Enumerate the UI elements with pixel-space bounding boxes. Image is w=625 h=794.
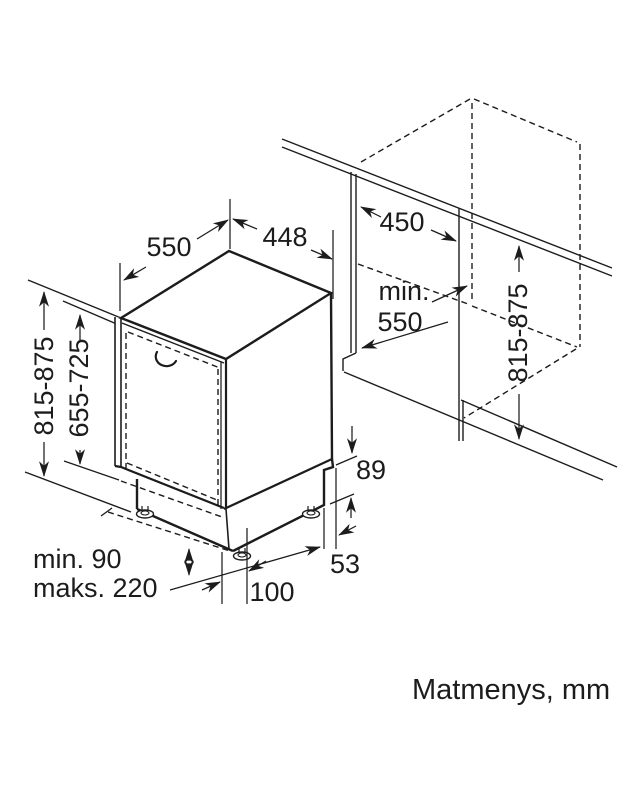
floor-lines	[24, 208, 618, 517]
dimension-niche-width-450: 450	[360, 206, 457, 242]
dim-label-depth: 550	[146, 232, 191, 262]
dimension-rear-notch-89: 89	[329, 426, 386, 518]
dimension-plinth-height: min. 90 maks. 220	[33, 544, 194, 603]
dim-label-rear-notch-height: 89	[356, 455, 386, 485]
dim-label-niche-depth-prefix: min.	[378, 276, 429, 306]
dimension-height-right: 815-875	[503, 245, 533, 440]
niche-dashed-outline	[357, 98, 581, 419]
foot-right	[301, 506, 321, 519]
dimension-foot-inset-100: 100	[201, 528, 295, 607]
dim-label-plinth-max: maks. 220	[33, 573, 158, 603]
dim-label-niche-width: 450	[379, 207, 424, 237]
dishwasher-door	[125, 331, 221, 505]
dim-label-foot-inset: 100	[249, 577, 294, 607]
dim-label-door-height: 655-725	[64, 338, 94, 437]
foot-front	[232, 548, 252, 561]
cabinet-side-panel	[342, 172, 357, 371]
dim-label-plinth-min: min. 90	[33, 544, 122, 574]
dimension-height-left: 815-875	[29, 291, 59, 477]
dimension-depth-550: 550	[119, 199, 231, 311]
dishwasher-outline	[114, 249, 335, 553]
adjustable-feet	[135, 506, 321, 561]
plinth-dashed-lines	[107, 480, 231, 552]
dim-label-height-left: 815-875	[29, 336, 59, 435]
dimension-door-height: 655-725	[64, 314, 94, 465]
dim-label-rear-gap: 53	[330, 549, 360, 579]
caption-units: Matmenys, mm	[412, 674, 610, 706]
dimension-niche-depth-min550: min. 550	[361, 276, 468, 349]
dim-label-niche-depth-value: 550	[377, 307, 422, 337]
door-handle-icon	[154, 350, 178, 368]
countertop-lines	[27, 138, 613, 326]
dimension-width-448: 448	[232, 218, 334, 299]
dimension-rear-gap-53: 53	[169, 468, 360, 591]
foot-left	[135, 506, 155, 519]
dim-label-width: 448	[262, 222, 307, 252]
dim-label-height-right: 815-875	[503, 283, 533, 382]
